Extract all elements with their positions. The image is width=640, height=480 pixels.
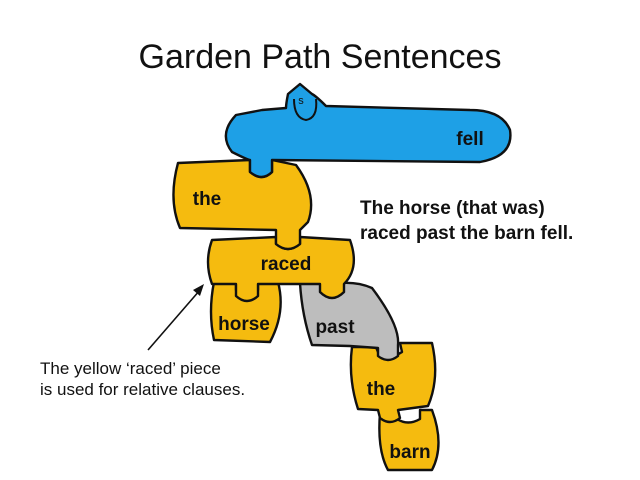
the-1-label: the (193, 189, 222, 210)
puzzle-piece-fell (224, 82, 512, 179)
example-sentence-line-2: raced past the barn fell. (360, 223, 574, 244)
slide-title: Garden Path Sentences (138, 38, 502, 76)
explanation-note: The yellow ‘raced’ piece is used for rel… (40, 358, 300, 400)
the-2-label: the (367, 379, 396, 400)
barn-label: barn (389, 442, 430, 463)
puzzle-piece-barn (378, 408, 440, 472)
horse-label: horse (218, 314, 270, 335)
pointer-arrow (147, 284, 204, 351)
raced-label: raced (261, 254, 312, 275)
past-label: past (315, 317, 355, 338)
example-sentence-line-1: The horse (that was) (360, 198, 545, 219)
explanation-note-line-1: The yellow ‘raced’ piece (40, 359, 221, 378)
fell-label: fell (456, 129, 483, 150)
example-sentence: The horse (that was) raced past the barn… (360, 196, 630, 246)
explanation-note-line-2: is used for relative clauses. (40, 380, 246, 399)
s-connector (293, 98, 318, 122)
s-label: s (298, 95, 304, 107)
